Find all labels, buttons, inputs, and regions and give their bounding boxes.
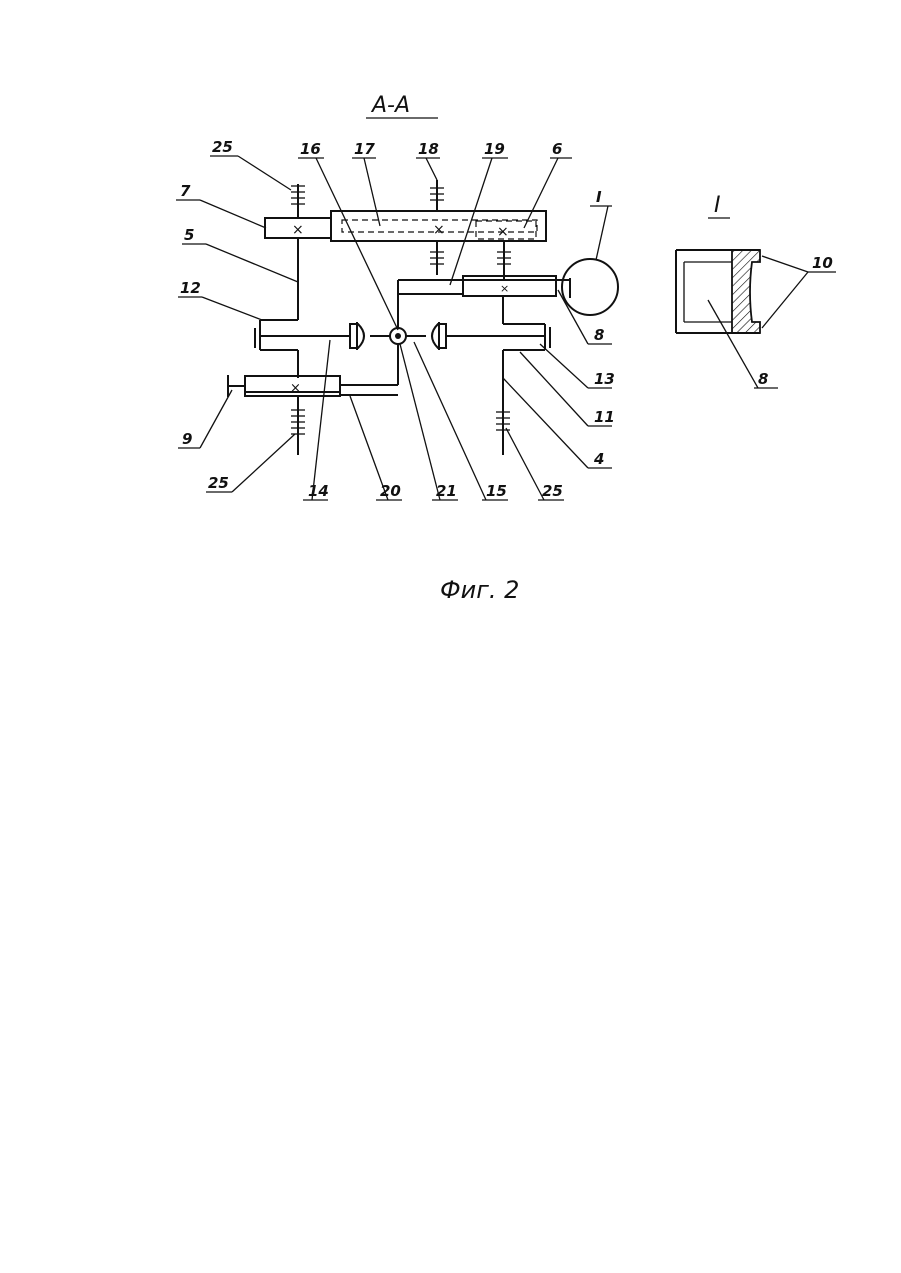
- label-11: 11: [594, 408, 615, 426]
- bearing-25-left: [291, 396, 305, 455]
- label-9: 9: [182, 430, 192, 448]
- label-14: 14: [308, 482, 329, 500]
- label-18: 18: [418, 140, 439, 158]
- label-detail-ref: I: [596, 188, 602, 206]
- svg-text:А-А: А-А: [370, 93, 410, 118]
- label-5: 5: [184, 226, 194, 244]
- label-25-right: 25: [542, 482, 563, 500]
- svg-text:×: ×: [500, 282, 509, 295]
- svg-text:×: ×: [290, 381, 301, 396]
- label-21: 21: [436, 482, 457, 500]
- bearing-25-top: [291, 184, 305, 218]
- label-17: 17: [354, 140, 375, 158]
- figure-caption: Фиг. 2: [440, 576, 519, 604]
- label-4: 4: [593, 450, 604, 468]
- bearing-6-lower: [497, 241, 511, 279]
- label-25-left: 25: [208, 474, 229, 492]
- svg-text:×: ×: [497, 224, 509, 240]
- svg-text:×: ×: [292, 222, 304, 238]
- label-16: 16: [300, 140, 321, 158]
- svg-text:×: ×: [433, 222, 445, 238]
- detail-title: I: [714, 193, 721, 218]
- label-8: 8: [594, 326, 604, 344]
- kinematic-scheme: × × ×: [228, 180, 618, 455]
- label-10: 10: [812, 254, 833, 272]
- label-13: 13: [594, 370, 615, 388]
- detail-view-I: I 10 8: [676, 193, 836, 388]
- label-12: 12: [180, 279, 201, 297]
- label-6: 6: [552, 140, 562, 158]
- label-19: 19: [484, 140, 505, 158]
- label-20: 20: [380, 482, 401, 500]
- label-7: 7: [180, 182, 191, 200]
- label-8-detail: 8: [758, 370, 768, 388]
- section-title: А-А: [366, 93, 438, 118]
- label-25-top: 25: [212, 138, 233, 156]
- label-15: 15: [486, 482, 507, 500]
